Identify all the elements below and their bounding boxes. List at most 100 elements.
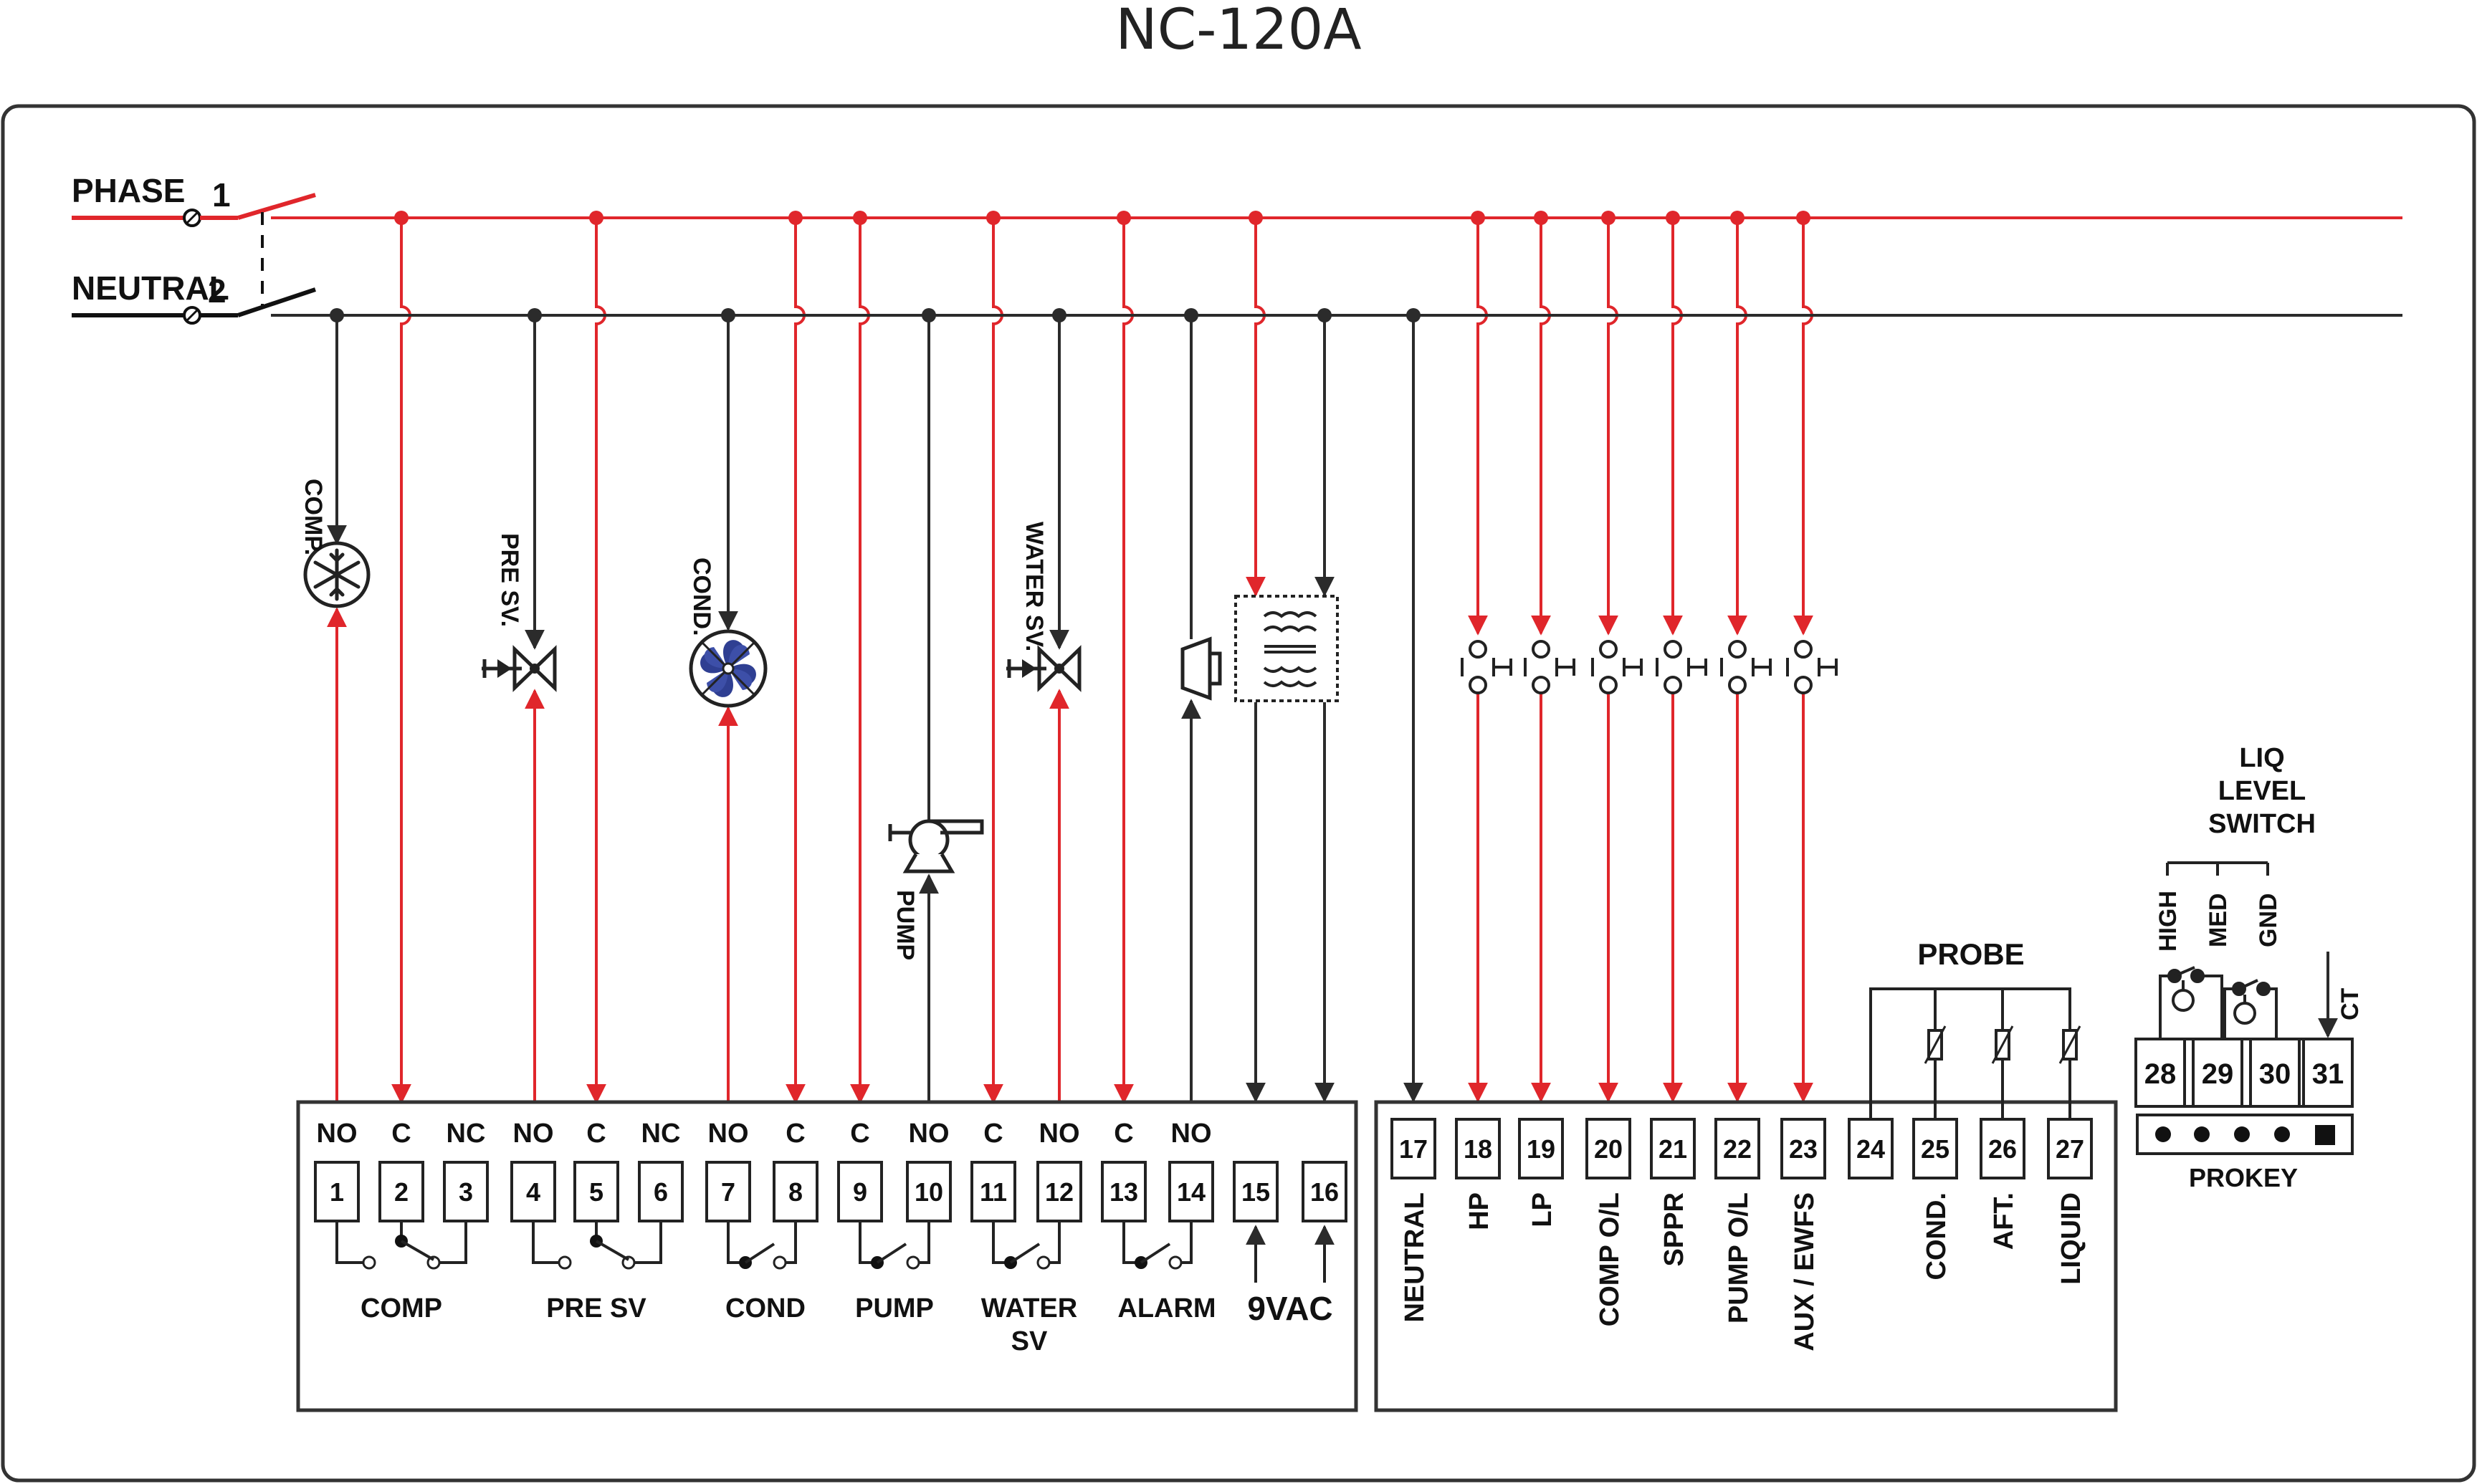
terminal-number: 19 [1527, 1134, 1555, 1164]
prokey-pin [2234, 1126, 2250, 1142]
pre-sv-valve-icon [482, 645, 557, 692]
input-label: COMP O/L [1595, 1192, 1625, 1326]
prokey-pin [2194, 1126, 2210, 1142]
relay-no-contact [1168, 1255, 1183, 1270]
input-label: LP [1527, 1192, 1557, 1227]
group-9vac: 9VAC [1247, 1290, 1332, 1327]
contact-label: C [391, 1119, 411, 1149]
relay-nc-contact [621, 1255, 636, 1270]
liq-label-1: LIQ [2239, 743, 2284, 773]
comp-load-label: COMP. [300, 479, 327, 555]
switch-contact [1532, 676, 1550, 694]
terminal-block [2192, 1038, 2243, 1108]
input-terminal-box [1374, 1100, 2118, 1412]
terminal-number: 17 [1399, 1134, 1428, 1164]
relay-wire [1049, 1221, 1061, 1264]
junction-dot [1796, 211, 1810, 225]
terminal-number: 28 [2144, 1058, 2177, 1090]
junction-dot [1666, 211, 1680, 225]
group-alarm: ALARM [1117, 1293, 1216, 1323]
terminal-block [1455, 1118, 1501, 1179]
terminal-number: 10 [915, 1177, 943, 1207]
junction-dot [853, 211, 867, 225]
outer-frame [1, 104, 2476, 1483]
phase-label: PHASE [72, 172, 185, 209]
terminal-block [1036, 1161, 1082, 1222]
phase-drop-wire [983, 218, 1003, 1104]
relay-wire [992, 1221, 1011, 1264]
terminal-number: 3 [459, 1177, 473, 1207]
probe-sensor-slash [1991, 1025, 2014, 1064]
switch-contact [1599, 676, 1618, 694]
transformer-phase-wire [1246, 218, 1266, 597]
pump-icon [888, 819, 984, 873]
terminal-number: 22 [1723, 1134, 1752, 1164]
input-label: PUMP O/L [1724, 1192, 1754, 1323]
liq-label-2: LEVEL [2218, 776, 2306, 806]
group-water-sv: SV [1011, 1326, 1048, 1356]
junction-dot [330, 308, 344, 322]
contact-label: NO [1171, 1119, 1212, 1149]
liq-high: HIGH [2154, 891, 2182, 952]
relay-no-contact [906, 1255, 920, 1270]
relay-no-contact [773, 1255, 787, 1270]
contact-label: NC [447, 1119, 486, 1149]
diagram-title: NC-120A [1115, 0, 1361, 62]
input-label: AFT. [1989, 1192, 2019, 1250]
switch-contact [1469, 640, 1487, 659]
terminal-block [378, 1161, 424, 1222]
group-pump: PUMP [855, 1293, 934, 1323]
relay-wire [439, 1221, 467, 1264]
neutral-label: NEUTRAL [72, 269, 229, 307]
relay-no-contact [1036, 1255, 1051, 1270]
terminal-block [1518, 1118, 1564, 1179]
terminal-number: 4 [526, 1177, 540, 1207]
input-label: SPPR [1659, 1192, 1689, 1266]
input-label: NEUTRAL [1400, 1192, 1430, 1323]
cond-load-label: COND. [688, 557, 715, 636]
junction-dot [1317, 308, 1332, 322]
terminal-block [314, 1161, 360, 1222]
liq-gnd: GND [2255, 893, 2282, 947]
terminal-number: 6 [654, 1177, 668, 1207]
switch-contact [1599, 640, 1618, 659]
switch-contact [1532, 640, 1550, 659]
ct-label: CT [2337, 987, 2364, 1020]
terminal-block [1390, 1118, 1436, 1179]
terminal-block [2249, 1038, 2301, 1108]
terminal-block [1650, 1118, 1696, 1179]
junction-dot [1534, 211, 1548, 225]
group-water: WATER [981, 1293, 1077, 1323]
input-phase-wire [1468, 218, 1488, 636]
relay-blade [1140, 1243, 1171, 1264]
relay-blade [1009, 1243, 1041, 1264]
terminal-number: 2 [394, 1177, 409, 1207]
terminal-number: 9 [853, 1177, 867, 1207]
terminal-number: 30 [2259, 1058, 2291, 1090]
neutral-number: 2 [208, 272, 226, 310]
junction-dot [1406, 308, 1421, 322]
junction-dot [986, 211, 1001, 225]
junction-dot [589, 211, 603, 225]
terminal-number: 12 [1045, 1177, 1074, 1207]
condenser-fan-icon [689, 629, 768, 708]
terminal-block [837, 1161, 883, 1222]
probe-label: PROBE [1917, 937, 2024, 971]
terminal-block [1714, 1118, 1760, 1179]
contact-label: C [586, 1119, 606, 1149]
output-terminal-box [296, 1100, 1358, 1412]
phase-drop-wire [586, 218, 606, 1104]
terminal-number: 21 [1659, 1134, 1687, 1164]
contact-label: NO [317, 1119, 358, 1149]
pump-load-label: PUMP [892, 890, 919, 960]
terminal-block [1980, 1118, 2025, 1179]
terminal-number: 13 [1109, 1177, 1138, 1207]
contact-label: NC [641, 1119, 681, 1149]
liq-level-switches [2159, 966, 2278, 1039]
input-phase-wire [1793, 218, 1813, 636]
junction-dot [1117, 211, 1131, 225]
relay-no-contact [558, 1255, 572, 1270]
